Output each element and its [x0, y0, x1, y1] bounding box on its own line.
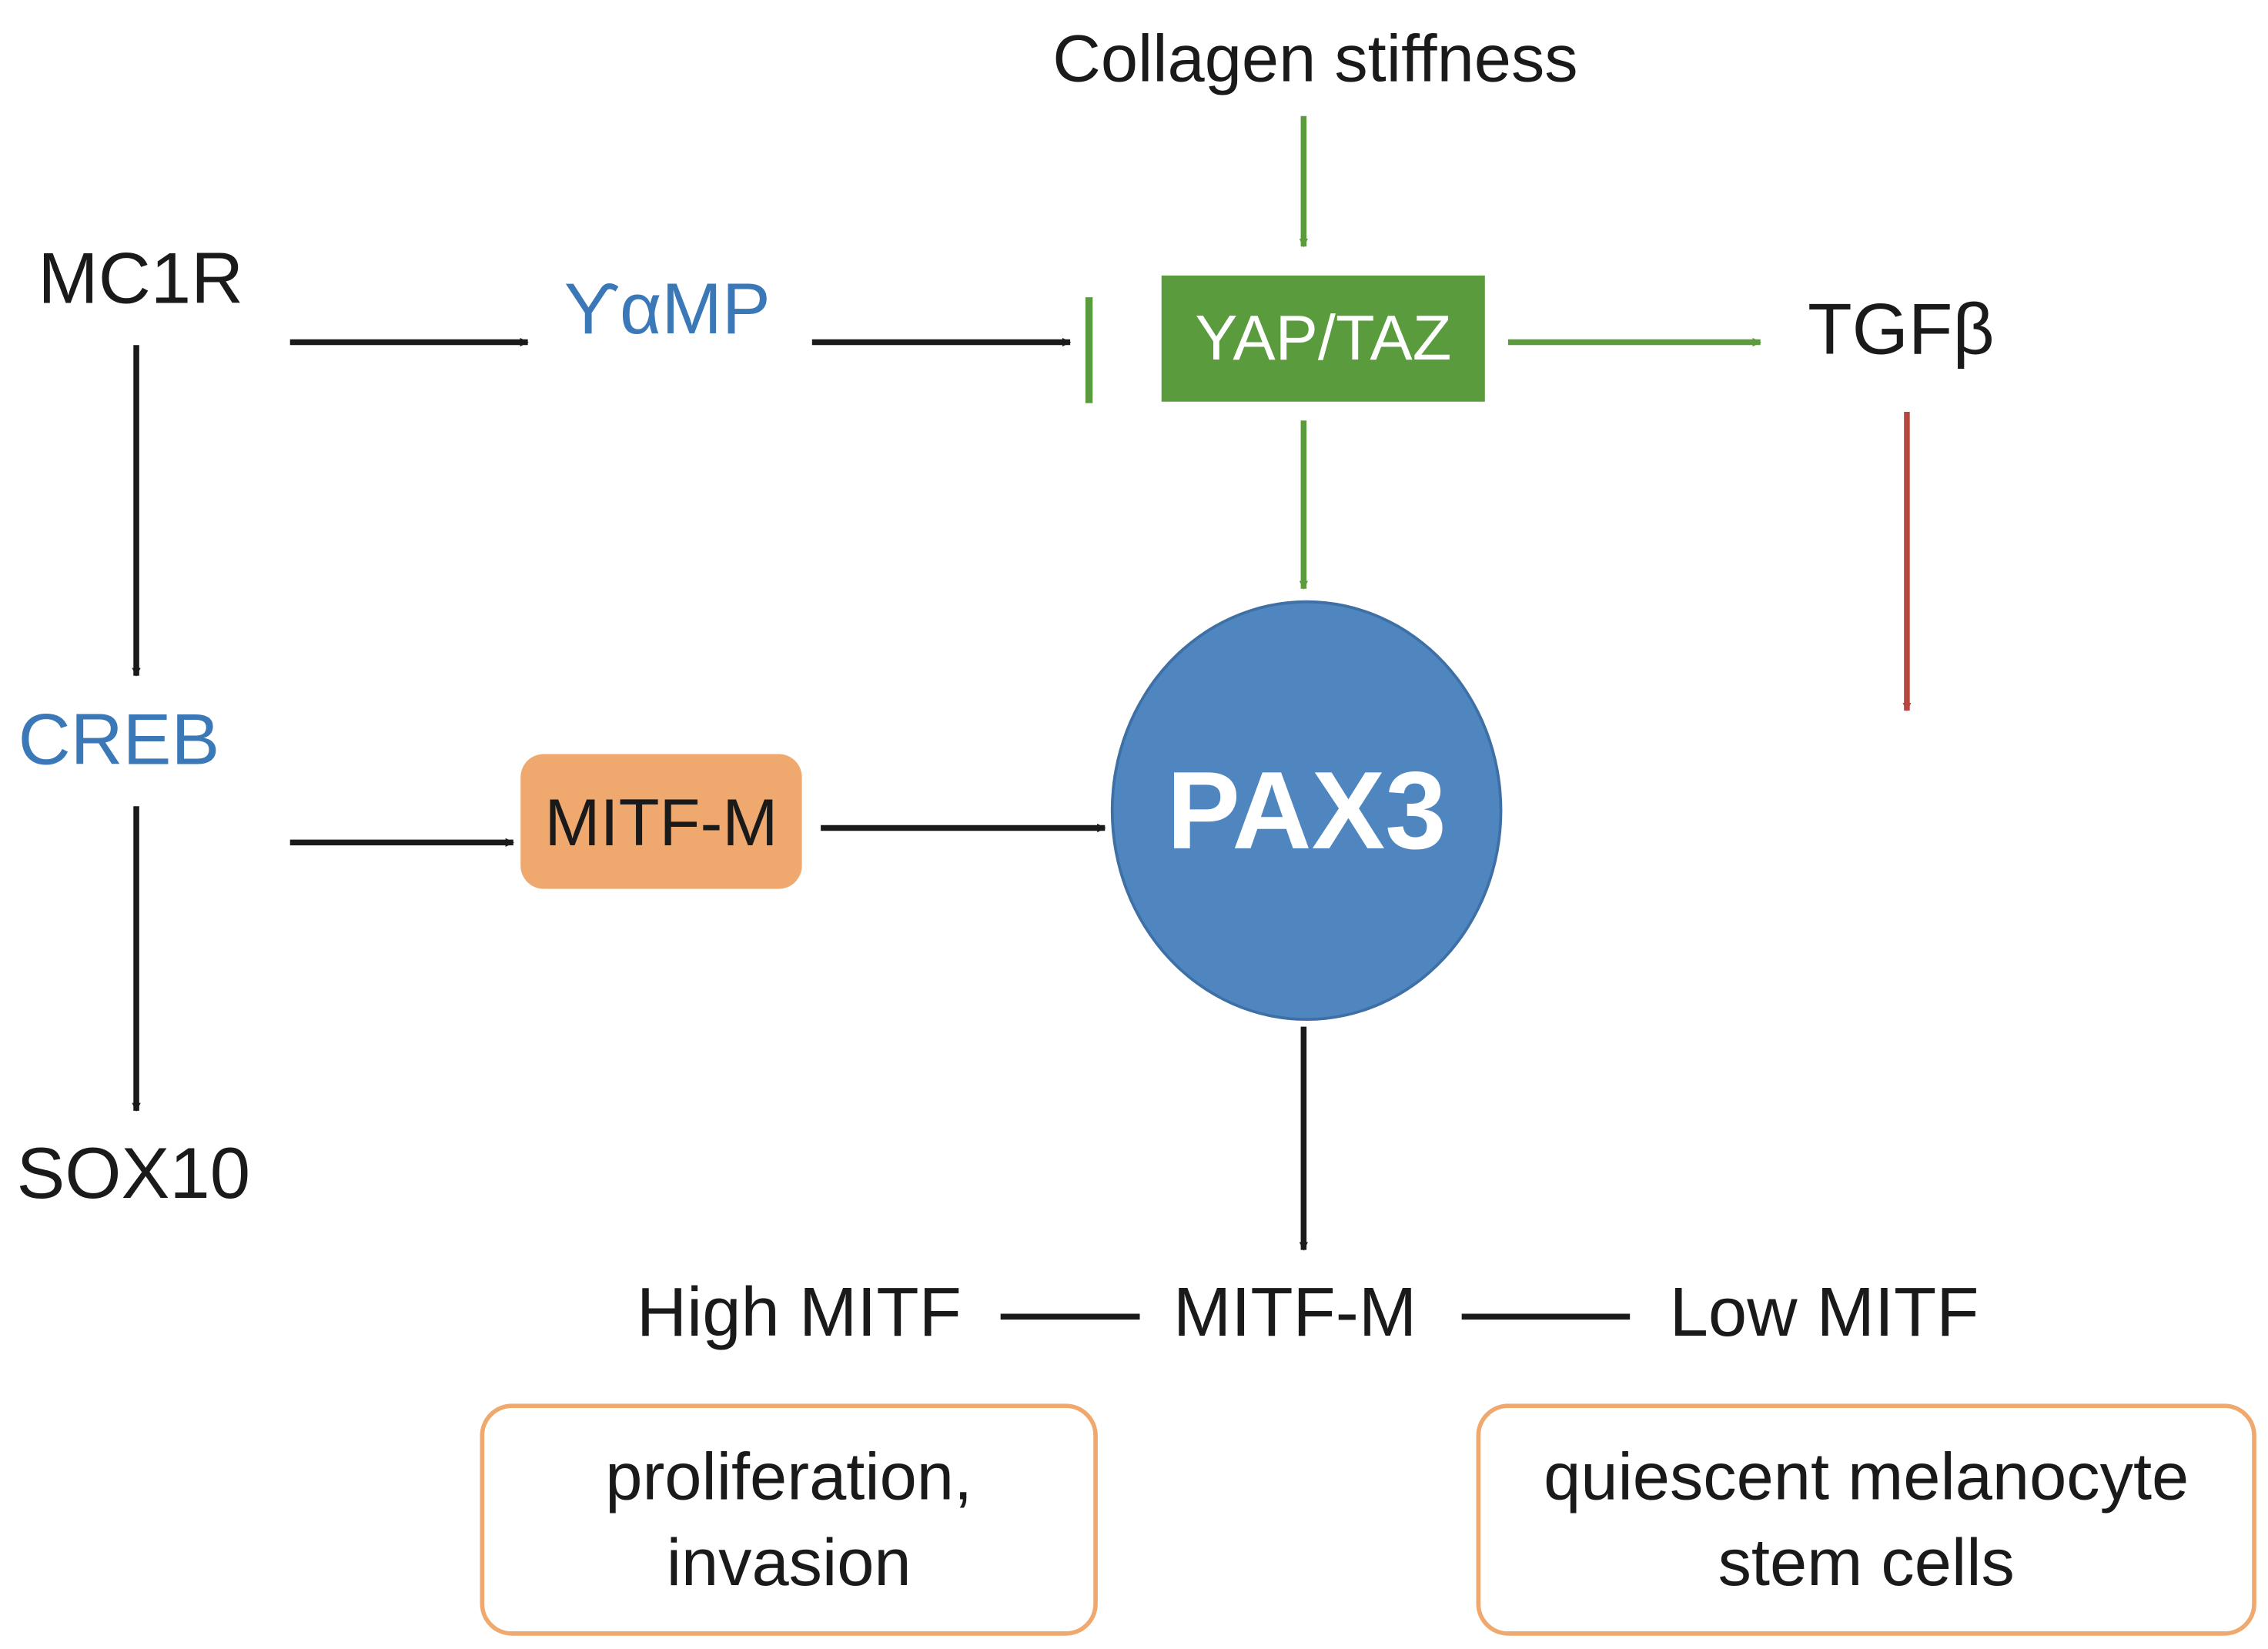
camp-label: ϒαMP [564, 268, 771, 350]
pax3-circle: PAX3 [1110, 600, 1503, 1022]
low-mitf-label: Low MITF [1669, 1274, 1979, 1352]
quiescent-line2: stem cells [1718, 1524, 2015, 1600]
quiescent-stem-cells-box: quiescent melanocyte stem cells [1476, 1403, 2256, 1636]
mitf-m-label: MITF-M [1172, 1274, 1417, 1352]
yap-taz-label: YAP/TAZ [1195, 302, 1452, 374]
mc1r-label: MC1R [38, 237, 244, 319]
proliferation-line1: proliferation, [605, 1438, 973, 1514]
sox10-label: SOX10 [16, 1132, 251, 1214]
mitf-m-box: MITF-M [520, 754, 802, 889]
yap-taz-box: YAP/TAZ [1161, 275, 1485, 402]
tgfb-label: TGFβ [1808, 288, 1995, 370]
collagen-stiffness-label: Collagen stiffness [1052, 20, 1578, 96]
proliferation-invasion-box: proliferation, invasion [480, 1403, 1098, 1636]
proliferation-line2: invasion [666, 1524, 912, 1600]
creb-label: CREB [18, 698, 220, 781]
high-mitf-label: High MITF [636, 1274, 962, 1352]
quiescent-line1: quiescent melanocyte [1544, 1438, 2189, 1514]
mitf-m-box-label: MITF-M [544, 784, 778, 860]
pax3-label: PAX3 [1166, 748, 1447, 872]
